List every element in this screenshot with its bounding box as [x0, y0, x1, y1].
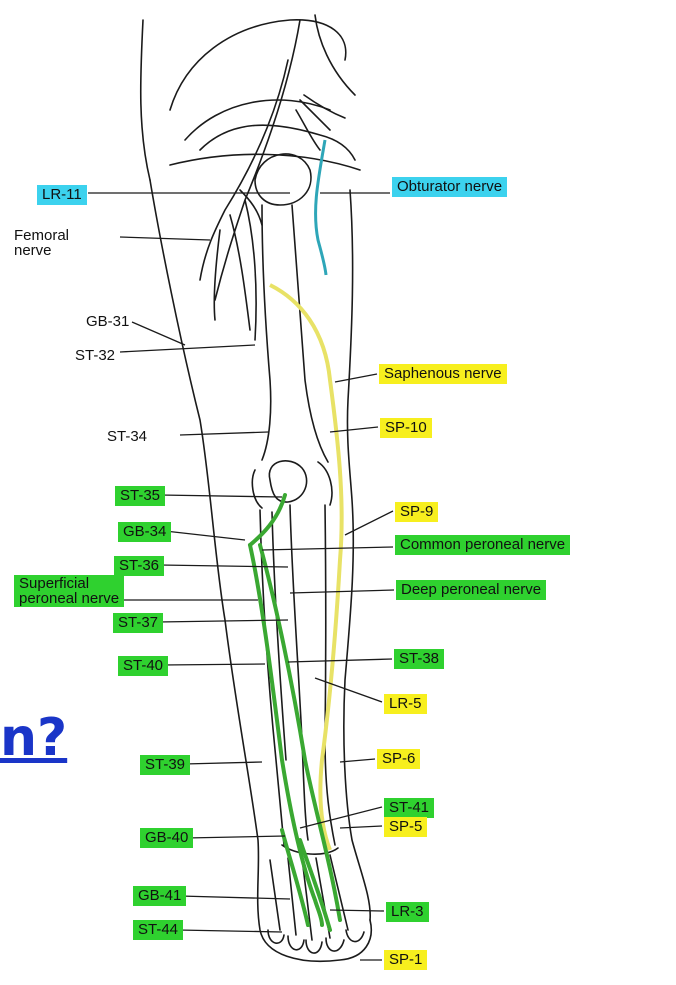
label-sp6: SP-6	[377, 749, 420, 769]
label-st40: ST-40	[118, 656, 168, 676]
toes	[268, 930, 364, 953]
label-sp10: SP-10	[380, 418, 432, 438]
label-sp9: SP-9	[395, 502, 438, 522]
leader-st40	[162, 664, 265, 665]
leader-st34	[180, 432, 268, 435]
deep-peroneal-nerve-line	[260, 545, 340, 920]
label-gb31: GB-31	[86, 313, 129, 331]
label-sp5: SP-5	[384, 817, 427, 837]
label-st38: ST-38	[394, 649, 444, 669]
leader-gb41	[180, 896, 290, 899]
leader-st36	[160, 565, 288, 567]
leader-gb31	[132, 322, 185, 345]
label-saphenous-nerve: Saphenous nerve	[379, 364, 507, 384]
label-obturator-nerve: Obturator nerve	[392, 177, 507, 197]
label-femoral-nerve: Femoral nerve	[14, 228, 69, 258]
label-superficial-peroneal-nerve: Superficial peroneal nerve	[14, 575, 124, 607]
label-deep-peroneal-nerve: Deep peroneal nerve	[396, 580, 546, 600]
leader-st35	[160, 495, 282, 497]
pelvis-outline	[141, 20, 150, 180]
leader-femoral-nerve	[120, 237, 210, 240]
femoral-head	[255, 154, 311, 205]
femur-medial	[292, 205, 328, 462]
leader-st37	[158, 620, 288, 622]
leader-st41	[300, 807, 382, 828]
label-lr11: LR-11	[37, 185, 87, 205]
label-st32: ST-32	[75, 347, 115, 365]
pelvic-rim	[185, 100, 330, 140]
label-st34: ST-34	[107, 428, 147, 446]
label-lr3: LR-3	[386, 902, 429, 922]
leader-st44	[178, 930, 282, 932]
leader-st39	[184, 762, 262, 764]
common-peroneal-nerve-line	[250, 495, 285, 545]
leader-gb40	[186, 836, 285, 838]
leader-st32	[120, 345, 255, 352]
leader-sp5	[340, 826, 382, 828]
label-st37: ST-37	[113, 613, 163, 633]
label-st41: ST-41	[384, 798, 434, 818]
label-common-peroneal-nerve: Common peroneal nerve	[395, 535, 570, 555]
label-gb40: GB-40	[140, 828, 193, 848]
leader-deep-peroneal-nerve	[290, 590, 394, 593]
label-gb41: GB-41	[133, 886, 186, 906]
leader-gb34	[165, 531, 245, 540]
label-st35: ST-35	[115, 486, 165, 506]
femur-lateral	[262, 205, 271, 460]
label-st44: ST-44	[133, 920, 183, 940]
label-lr5: LR-5	[384, 694, 427, 714]
leader-st38	[288, 659, 392, 662]
label-gb34: GB-34	[118, 522, 171, 542]
label-st36: ST-36	[114, 556, 164, 576]
leader-common-peroneal-nerve	[262, 547, 393, 550]
label-sp1: SP-1	[384, 950, 427, 970]
tibia-lateral	[290, 505, 308, 840]
sacral-curve	[315, 15, 355, 95]
patella	[269, 461, 306, 502]
cutoff-heading-fragment[interactable]: n?	[0, 708, 67, 768]
label-st39: ST-39	[140, 755, 190, 775]
leader-saphenous-nerve	[335, 374, 377, 382]
